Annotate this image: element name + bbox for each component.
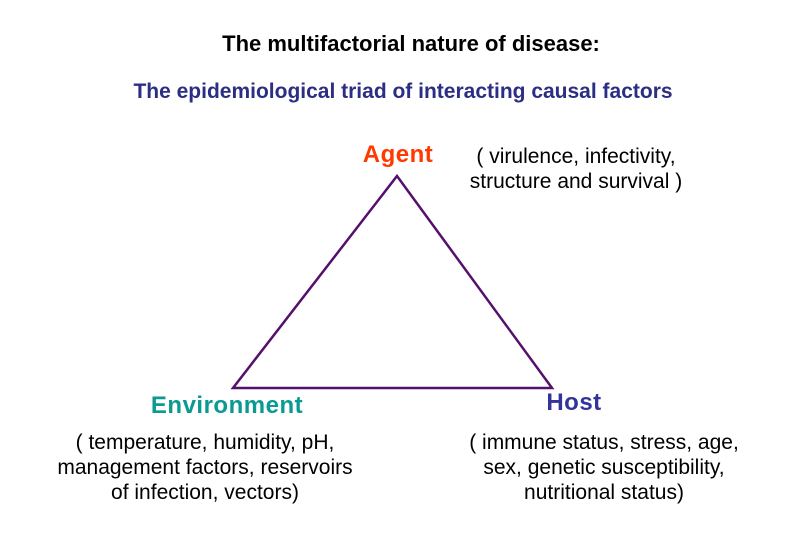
host-detail-line: sex, genetic susceptibility, <box>483 456 725 479</box>
environment-detail-line: ( temperature, humidity, pH, <box>75 431 335 454</box>
agent-details: ( virulence, infectivity, structure and … <box>470 144 682 194</box>
host-label: Host <box>546 389 602 416</box>
triangle-outline <box>230 173 555 390</box>
agent-detail-line: structure and survival ) <box>469 170 683 193</box>
agent-label: Agent <box>362 141 434 168</box>
host-detail-line: ( immune status, stress, age, <box>469 431 739 454</box>
host-detail-line: nutritional status) <box>524 481 684 504</box>
environment-label: Environment <box>150 392 304 419</box>
slide-subtitle: The epidemiological triad of interacting… <box>133 80 673 103</box>
agent-detail-line: ( virulence, infectivity, <box>476 145 676 168</box>
environment-detail-line: management factors, reservoirs <box>57 456 353 479</box>
slide-title: The multifactorial nature of disease: <box>222 31 600 56</box>
environment-detail-line: of infection, vectors) <box>111 481 299 504</box>
host-details: ( immune status, stress, age, sex, genet… <box>469 430 739 505</box>
environment-details: ( temperature, humidity, pH, management … <box>57 430 352 505</box>
